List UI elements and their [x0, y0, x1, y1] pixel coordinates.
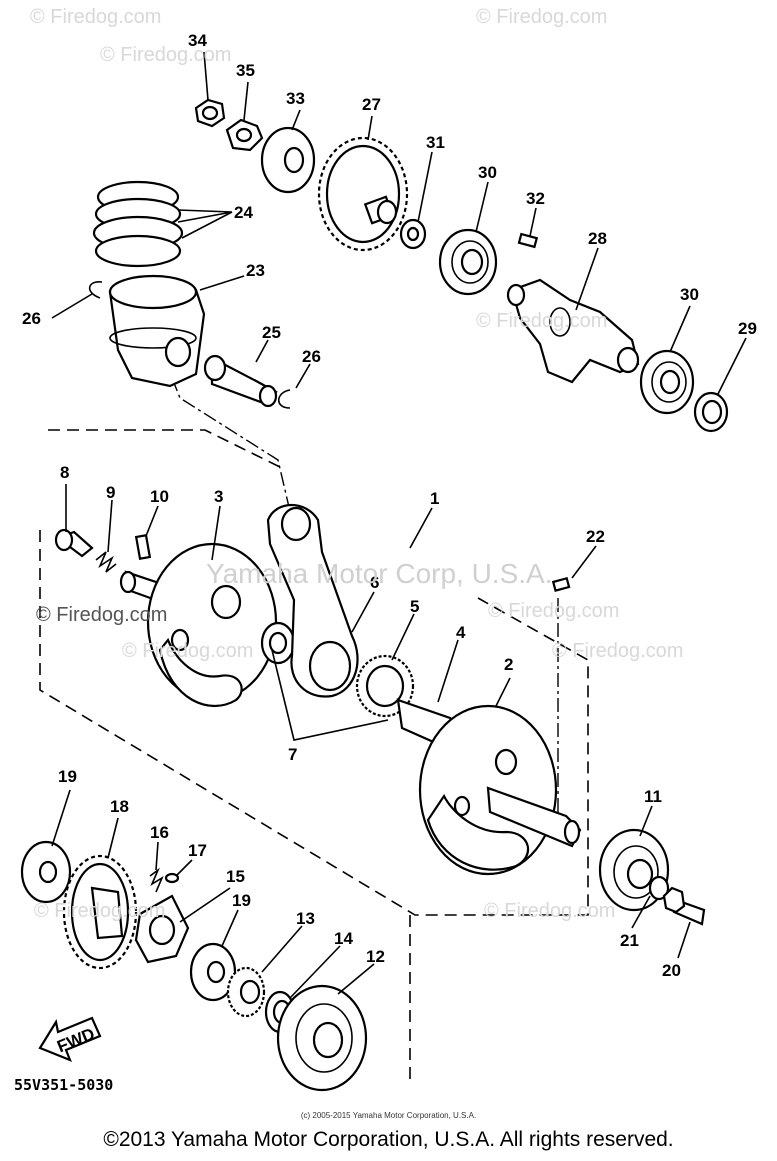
- part-12-bearing: [276, 984, 368, 1092]
- fwd-label: FWD: [54, 1024, 97, 1056]
- watermark: © Firedog.com: [122, 640, 254, 662]
- small-credit: (c) 2005-2015 Yamaha Motor Corporation, …: [300, 1111, 477, 1120]
- part-6-connecting-rod: [266, 504, 359, 698]
- part-15-hub: [134, 894, 190, 964]
- callout-12: 12: [366, 947, 385, 966]
- watermark: © Firedog.com: [34, 900, 166, 922]
- callout-19-left: 19: [58, 767, 77, 786]
- part-23-piston: [108, 274, 206, 388]
- callout-29: 29: [738, 319, 757, 338]
- part-25-piston-pin: [203, 354, 278, 408]
- part-3-crank-wheel-left: [119, 542, 278, 708]
- part-27-primary-drive-gear: [317, 136, 409, 252]
- copyright-footer: ©2013 Yamaha Motor Corporation, U.S.A. A…: [103, 1128, 674, 1151]
- crankshaft-assembly-outline: [39, 429, 589, 916]
- callout-24: 24: [234, 203, 253, 222]
- part-33-plate: [260, 126, 316, 194]
- part-18-gear: [62, 854, 138, 970]
- callout-18: 18: [110, 797, 129, 816]
- callout-10: 10: [150, 487, 169, 506]
- part-26-circlip-left: [88, 281, 103, 299]
- watermark: © Firedog.com: [488, 600, 620, 622]
- callout-26-left: 26: [22, 309, 41, 328]
- callout-8: 8: [60, 463, 69, 482]
- part-35-lock-washer: [225, 118, 264, 152]
- part-22-key: [551, 576, 571, 592]
- callout-26-right: 26: [302, 347, 321, 366]
- callout-2: 2: [504, 655, 513, 674]
- callout-19-lower: 19: [232, 891, 251, 910]
- callout-6: 6: [370, 573, 379, 592]
- watermark: © Firedog.com: [476, 310, 608, 332]
- callout-23: 23: [246, 261, 265, 280]
- callout-7: 7: [288, 745, 297, 764]
- callout-3: 3: [214, 487, 223, 506]
- callout-11: 11: [644, 787, 662, 806]
- part-13-gear: [226, 966, 266, 1018]
- callout-22: 22: [586, 527, 605, 546]
- watermark: © Firedog.com: [30, 6, 162, 28]
- callout-27: 27: [362, 95, 381, 114]
- callout-30-upper: 30: [478, 163, 497, 182]
- part-2-crank-wheel-right: [418, 704, 582, 876]
- part-31-washer: [399, 218, 427, 250]
- callout-1: 1: [430, 489, 439, 508]
- watermark: © Firedog.com: [476, 6, 608, 28]
- watermark: © Firedog.com: [100, 44, 232, 66]
- watermark: © Firedog.com: [552, 640, 684, 662]
- part-30-bearing-right: [639, 349, 695, 415]
- piston-centerline: [171, 377, 293, 521]
- part-34-nut: [194, 98, 226, 128]
- callout-28: 28: [588, 229, 607, 248]
- diagram-code: 55V351-5030: [14, 1076, 114, 1094]
- part-17-pin: [164, 872, 180, 884]
- watermark: © Firedog.com: [36, 604, 168, 626]
- callout-17: 17: [188, 841, 207, 860]
- callout-16: 16: [150, 823, 169, 842]
- part-16-spring: [149, 867, 164, 893]
- callout-30-right: 30: [680, 285, 699, 304]
- part-21-washer: [648, 875, 670, 901]
- callout-13: 13: [296, 909, 315, 928]
- part-26-circlip-right: [277, 389, 291, 409]
- part-8-plug: [54, 528, 94, 558]
- center-watermark: Yamaha Motor Corp, U.S.A.: [206, 558, 553, 589]
- fwd-arrow-icon: FWD: [38, 1016, 102, 1062]
- watermark: © Firedog.com: [484, 900, 616, 922]
- callout-31: 31: [426, 133, 445, 152]
- part-7-washers: [260, 621, 296, 665]
- part-10-pin: [134, 534, 152, 560]
- callout-34: 34: [188, 31, 207, 50]
- callout-21: 21: [620, 931, 639, 950]
- part-20-bolt: [662, 886, 706, 926]
- callout-20: 20: [662, 961, 681, 980]
- callout-4: 4: [456, 623, 466, 642]
- part-29-oil-seal: [693, 391, 729, 433]
- callout-9: 9: [106, 483, 115, 502]
- callout-5: 5: [410, 597, 419, 616]
- part-30-bearing-upper: [438, 228, 498, 296]
- part-28-balancer-shaft: [506, 278, 640, 384]
- callout-35: 35: [236, 61, 255, 80]
- callout-33: 33: [286, 89, 305, 108]
- part-19-plate-left: [20, 840, 72, 904]
- callout-25: 25: [262, 323, 281, 342]
- part-32-key: [517, 232, 539, 249]
- callout-32: 32: [526, 189, 545, 208]
- callout-15: 15: [226, 867, 245, 886]
- leader-lines: [51, 51, 747, 999]
- part-24-piston-rings: [92, 180, 184, 268]
- callout-14: 14: [334, 929, 353, 948]
- part-9-spring: [95, 551, 117, 573]
- callout-numbers: 34 35 33 27 31 30 32 28 30 29 24 23 26 2…: [22, 31, 757, 980]
